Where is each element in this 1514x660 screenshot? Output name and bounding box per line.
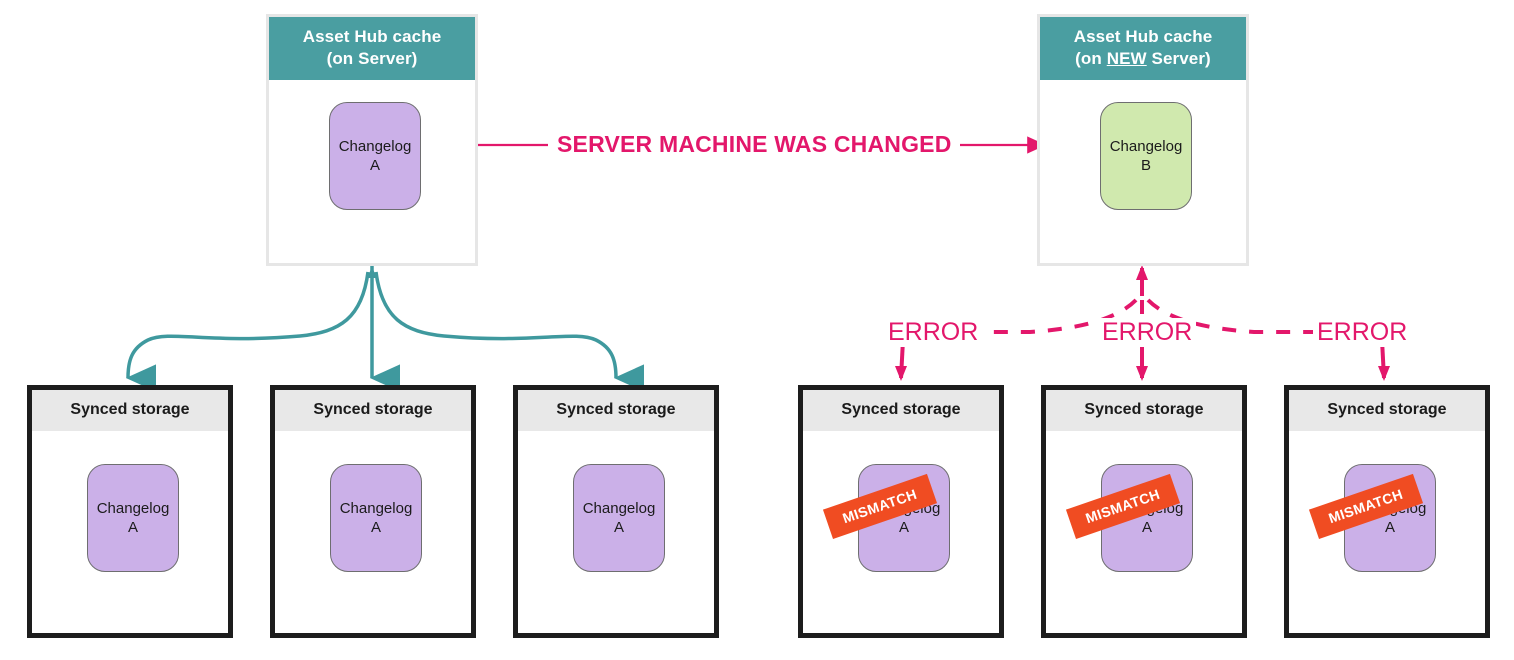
hub-old-server-title-pre: (on <box>326 49 359 68</box>
sync-arrow-left <box>125 271 370 392</box>
storage-right-1-header: Synced storage <box>803 390 999 431</box>
storage-left-3-body: Changelog A <box>518 431 714 631</box>
changelog-version: A <box>1384 519 1395 536</box>
hub-old-server-header: Asset Hub cache (on Server) <box>269 17 475 80</box>
hub-old-server-title-line2: (on Server) <box>275 48 469 70</box>
hub-old-server: Asset Hub cache (on Server) Changelog A <box>266 14 478 266</box>
error-label-right: ERROR <box>1313 318 1412 347</box>
changelog-name: Changelog <box>582 500 656 517</box>
server-changed-label: SERVER MACHINE WAS CHANGED <box>557 131 952 157</box>
storage-left-1-changelog: Changelog A <box>87 464 179 572</box>
hub-new-server: Asset Hub cache (on NEW Server) Changelo… <box>1037 14 1249 266</box>
storage-left-1: Synced storage Changelog A <box>27 385 233 638</box>
changelog-version: A <box>127 519 138 536</box>
storage-right-2: Synced storage Changelog A MISMATCH <box>1041 385 1247 638</box>
error-label-left: ERROR <box>884 318 983 347</box>
sync-arrow-center <box>367 266 400 392</box>
storage-left-2-changelog: Changelog A <box>330 464 422 572</box>
storage-right-2-body: Changelog A MISMATCH <box>1046 431 1242 631</box>
changelog-version: B <box>1140 157 1151 174</box>
storage-left-3-header: Synced storage <box>518 390 714 431</box>
changelog-name: Changelog <box>1109 138 1183 155</box>
hub-new-server-title-emphasis: NEW <box>1106 49 1147 68</box>
sync-arrow-right <box>374 271 645 392</box>
storage-right-3-body: Changelog A MISMATCH <box>1289 431 1485 631</box>
hub-new-server-body: Changelog B <box>1040 80 1246 250</box>
storage-right-3-header: Synced storage <box>1289 390 1485 431</box>
changelog-name: Changelog <box>339 500 413 517</box>
storage-left-3: Synced storage Changelog A <box>513 385 719 638</box>
hub-new-server-title-post: Server) <box>1146 49 1211 68</box>
hub-old-server-title-post: Server) <box>358 49 418 68</box>
changelog-name: Changelog <box>96 500 170 517</box>
storage-right-2-header: Synced storage <box>1046 390 1242 431</box>
storage-right-1-body: Changelog A MISMATCH <box>803 431 999 631</box>
storage-right-3: Synced storage Changelog A MISMATCH <box>1284 385 1490 638</box>
hub-new-server-title-line2: (on NEW Server) <box>1046 48 1240 70</box>
hub-old-server-body: Changelog A <box>269 80 475 250</box>
storage-left-1-header: Synced storage <box>32 390 228 431</box>
changelog-name: Changelog <box>338 138 412 155</box>
changelog-version: A <box>1141 519 1152 536</box>
storage-left-3-changelog: Changelog A <box>573 464 665 572</box>
storage-left-1-body: Changelog A <box>32 431 228 631</box>
changelog-version: A <box>898 519 909 536</box>
error-label-center: ERROR <box>1098 318 1197 347</box>
storage-left-2-header: Synced storage <box>275 390 471 431</box>
changelog-version: A <box>370 519 381 536</box>
storage-right-1: Synced storage Changelog A MISMATCH <box>798 385 1004 638</box>
hub-new-server-header: Asset Hub cache (on NEW Server) <box>1040 17 1246 80</box>
hub-old-server-changelog: Changelog A <box>329 102 421 210</box>
storage-left-2: Synced storage Changelog A <box>270 385 476 638</box>
changelog-version: A <box>369 157 380 174</box>
hub-new-server-title-pre: (on <box>1075 49 1107 68</box>
changelog-version: A <box>613 519 624 536</box>
storage-left-2-body: Changelog A <box>275 431 471 631</box>
hub-new-server-changelog: Changelog B <box>1100 102 1192 210</box>
hub-old-server-title-line1: Asset Hub cache <box>302 27 442 46</box>
hub-new-server-title-line1: Asset Hub cache <box>1073 27 1213 46</box>
